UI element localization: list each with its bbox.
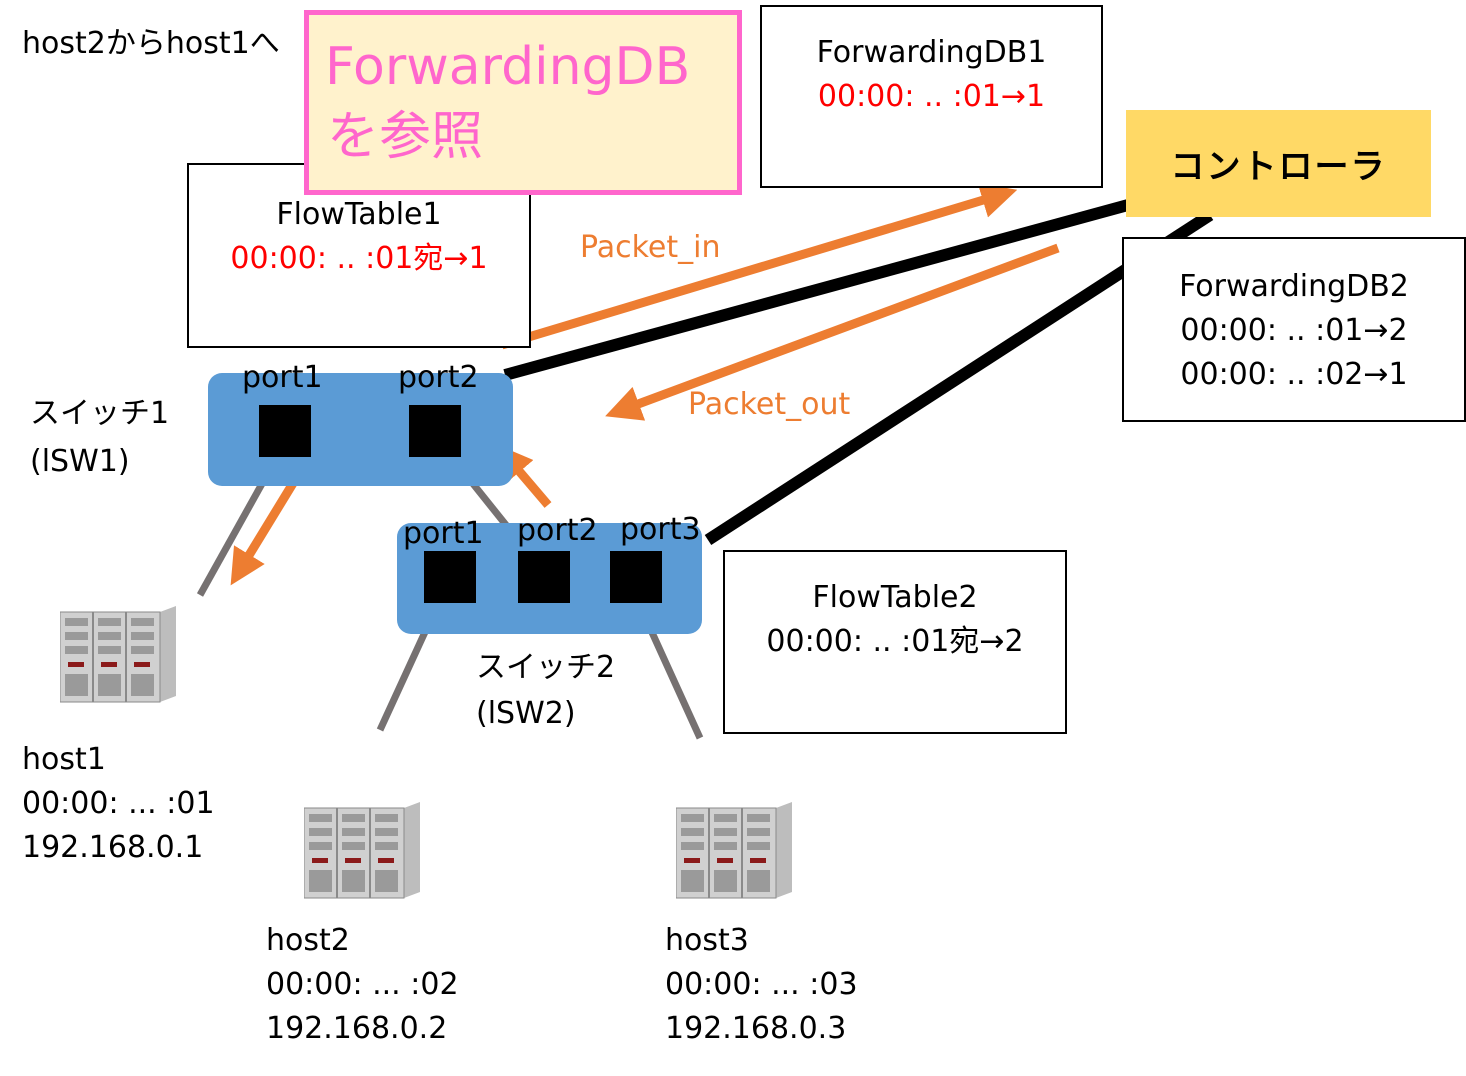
switch1-id: (lSW1) [30,444,130,479]
host1-info: host1 00:00: ... :01 192.168.0.1 [22,738,215,870]
host2-name: host2 [266,923,350,958]
switch2-port2-label: port2 [517,513,598,548]
host1-name: host1 [22,742,106,777]
flowtable1-entry: 00:00: .. :01宛→1 [230,241,488,276]
host3-server-icon [676,802,792,899]
switch1 [208,373,513,486]
host2-ip: 192.168.0.2 [266,1011,448,1046]
switch1-port1-label: port1 [242,360,323,395]
switch2-port3 [610,551,662,603]
host2-info: host2 00:00: ... :02 192.168.0.2 [266,919,459,1051]
flowtable2-entry: 00:00: .. :01宛→2 [766,624,1024,659]
host1-ip: 192.168.0.1 [22,830,204,865]
forwardingdb2-entry-1: 00:00: .. :01→2 [1180,313,1408,348]
packet-in-label: Packet_in [580,230,721,265]
forwardingdb-lookup-callout: ForwardingDB を参照 [304,10,742,195]
packet-out-arrow [605,243,1060,421]
forwardingdb1-title: ForwardingDB1 [816,35,1047,70]
switch1-name: スイッチ1 [30,396,170,431]
switch1-port1 [259,405,311,457]
forwardingdb2-title: ForwardingDB2 [1179,269,1409,304]
switch2-port2 [518,551,570,603]
switch2-port1 [424,551,476,603]
callout-line2: を参照 [327,107,484,167]
host3-mac: 00:00: ... :03 [665,967,858,1002]
deliver-to-host1-arrow [230,477,299,586]
switch2-id: (lSW2) [476,696,576,731]
switch2-port1-label: port1 [403,516,484,551]
forwardingdb1-box: ForwardingDB1 00:00: .. :01→1 [760,5,1103,188]
host3-info: host3 00:00: ... :03 192.168.0.3 [665,919,858,1051]
host3-name: host3 [665,923,749,958]
flowtable1-title: FlowTable1 [276,197,442,232]
flowtable2-title: FlowTable2 [812,580,978,615]
switch1-port2-label: port2 [398,360,479,395]
forwardingdb2-entry-2: 00:00: .. :02→1 [1180,357,1408,392]
forwardingdb1-entry: 00:00: .. :01→1 [817,79,1046,114]
host1-mac: 00:00: ... :01 [22,786,215,821]
control-link-switch1 [503,199,1130,381]
forward-to-switch1-arrow [496,444,552,508]
host2-mac: 00:00: ... :02 [266,967,459,1002]
packet-in-arrow [500,182,1018,350]
scenario-note: host2からhost1へ [22,26,280,61]
host2-server-icon [304,802,420,899]
forwardingdb2-box: ForwardingDB2 00:00: .. :01→2 00:00: .. … [1122,237,1466,422]
packet-out-label: Packet_out [688,387,851,422]
host1-server-icon [60,606,176,703]
host3-ip: 192.168.0.3 [665,1011,847,1046]
switch2-name: スイッチ2 [476,650,616,685]
controller-label: コントローラ [1170,147,1387,187]
switch2-port3-label: port3 [620,512,701,547]
switch1-port2 [409,405,461,457]
flowtable2-box: FlowTable2 00:00: .. :01宛→2 [723,550,1067,734]
callout-line1: ForwardingDB [325,37,691,97]
controller-box: コントローラ [1126,110,1431,217]
